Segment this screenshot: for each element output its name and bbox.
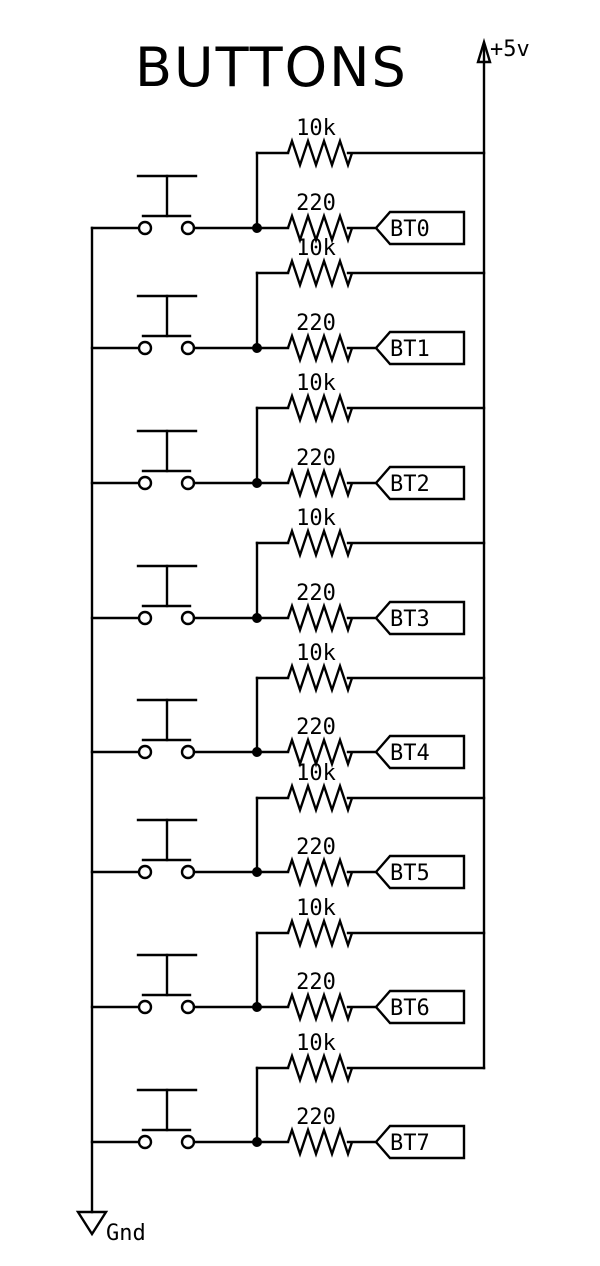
switch-contact-right <box>180 475 196 491</box>
output-port-label: BT4 <box>390 741 430 766</box>
series-resistor <box>286 736 354 768</box>
series-resistor <box>286 332 354 364</box>
supply-label: +5v <box>490 37 530 62</box>
output-port-label: BT0 <box>390 217 430 242</box>
pullup-resistor <box>286 257 354 289</box>
output-port-label: BT5 <box>390 861 430 886</box>
pullup-resistor <box>286 527 354 559</box>
pullup-value-label: 10k <box>296 236 336 261</box>
series-resistor <box>286 212 354 244</box>
series-value-label: 220 <box>296 446 336 471</box>
pullup-resistor <box>286 1052 354 1084</box>
pullup-value-label: 10k <box>296 641 336 666</box>
switch-contact-right <box>180 999 196 1015</box>
output-port-label: BT3 <box>390 607 430 632</box>
output-port-flag <box>374 989 466 1025</box>
series-resistor <box>286 856 354 888</box>
series-value-label: 220 <box>296 191 336 216</box>
switch-contact-left <box>137 864 153 880</box>
pullup-resistor <box>286 662 354 694</box>
switch-contact-right <box>180 340 196 356</box>
series-value-label: 220 <box>296 1105 336 1130</box>
switch-contact-right <box>180 744 196 760</box>
output-port-flag <box>374 330 466 366</box>
series-value-label: 220 <box>296 835 336 860</box>
output-port-flag <box>374 1124 466 1160</box>
switch-contact-right <box>180 864 196 880</box>
series-resistor <box>286 467 354 499</box>
series-resistor <box>286 1126 354 1158</box>
output-port-flag <box>374 600 466 636</box>
output-port-flag <box>374 854 466 890</box>
ground-symbol <box>75 1210 109 1237</box>
output-port-label: BT7 <box>390 1131 430 1156</box>
switch-contact-left <box>137 220 153 236</box>
button-channels: 10k220BT010k220BT110k220BT210k220BT310k2… <box>90 116 486 1160</box>
pullup-value-label: 10k <box>296 761 336 786</box>
supply-arrow <box>476 37 492 64</box>
series-value-label: 220 <box>296 970 336 995</box>
output-port-flag <box>374 734 466 770</box>
pullup-value-label: 10k <box>296 116 336 141</box>
schematic-title: BUTTONS <box>135 36 408 99</box>
series-value-label: 220 <box>296 311 336 336</box>
output-port-label: BT1 <box>390 337 430 362</box>
output-port-flag <box>374 210 466 246</box>
switch-contact-left <box>137 610 153 626</box>
series-resistor <box>286 991 354 1023</box>
switch-contact-left <box>137 340 153 356</box>
pullup-value-label: 10k <box>296 1031 336 1056</box>
pullup-value-label: 10k <box>296 896 336 921</box>
series-value-label: 220 <box>296 581 336 606</box>
switch-contact-left <box>137 475 153 491</box>
switch-contact-right <box>180 1134 196 1150</box>
output-port-label: BT2 <box>390 472 430 497</box>
pullup-value-label: 10k <box>296 506 336 531</box>
switch-contact-left <box>137 1134 153 1150</box>
pullup-resistor <box>286 782 354 814</box>
output-port-label: BT6 <box>390 996 430 1021</box>
switch-contact-right <box>180 610 196 626</box>
switch-contact-right <box>180 220 196 236</box>
series-resistor <box>286 602 354 634</box>
switch-contact-left <box>137 999 153 1015</box>
series-value-label: 220 <box>296 715 336 740</box>
pullup-resistor <box>286 392 354 424</box>
switch-contact-left <box>137 744 153 760</box>
ground-label: Gnd <box>106 1221 146 1246</box>
pullup-value-label: 10k <box>296 371 336 396</box>
output-port-flag <box>374 465 466 501</box>
pullup-resistor <box>286 917 354 949</box>
pullup-resistor <box>286 137 354 169</box>
